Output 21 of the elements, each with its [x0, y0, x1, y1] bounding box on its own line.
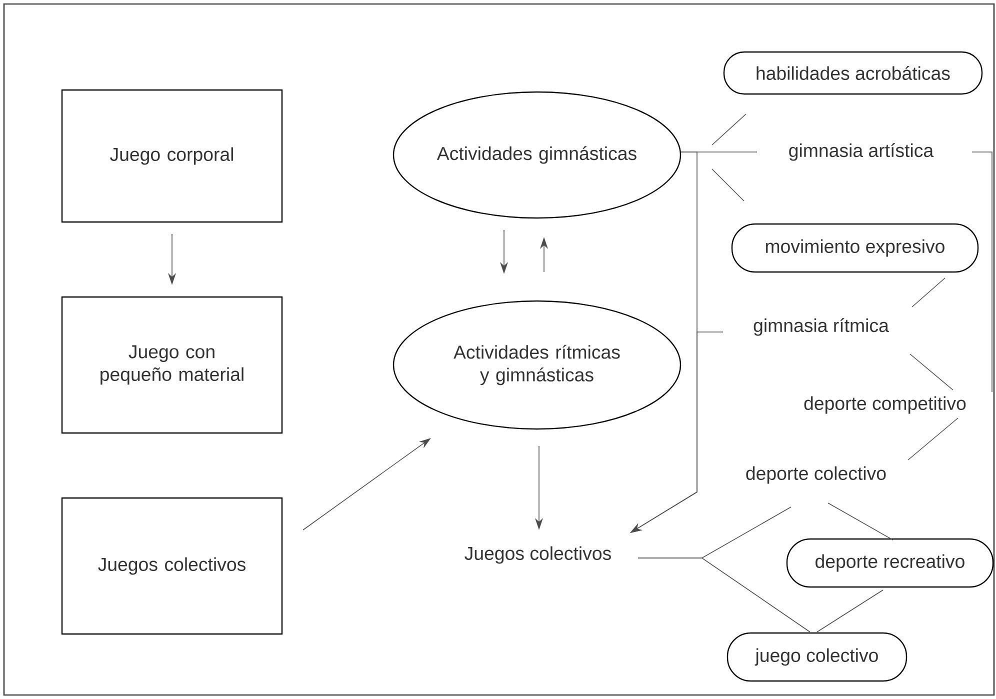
rounded-box: juego colectivo [726, 632, 908, 682]
activity-box: Juego con pequeño material [61, 296, 283, 434]
connector-line [908, 418, 958, 460]
connector-line [912, 278, 946, 308]
connector-line [816, 590, 884, 632]
rounded-box: movimiento expresivo [731, 223, 979, 273]
connector-line [910, 354, 954, 390]
rounded-box: deporte recreativo [786, 538, 994, 588]
text-label: Juegos colectivos [464, 546, 611, 564]
connector-line [638, 558, 810, 632]
connector-line [828, 502, 894, 540]
rounded-box: habilidades acrobáticas [723, 51, 983, 95]
activity-box: Juego corporal [61, 89, 283, 223]
activity-box: Juegos colectivos [61, 497, 283, 635]
connector-line [712, 114, 746, 146]
text-label: gimnasia artística [789, 143, 934, 161]
text-label: deporte colectivo [746, 466, 886, 484]
text-label: gimnasia rítmica [754, 318, 889, 336]
connector-line [712, 168, 744, 202]
connector-line [972, 152, 992, 392]
text-label: deporte competitivo [804, 396, 966, 414]
